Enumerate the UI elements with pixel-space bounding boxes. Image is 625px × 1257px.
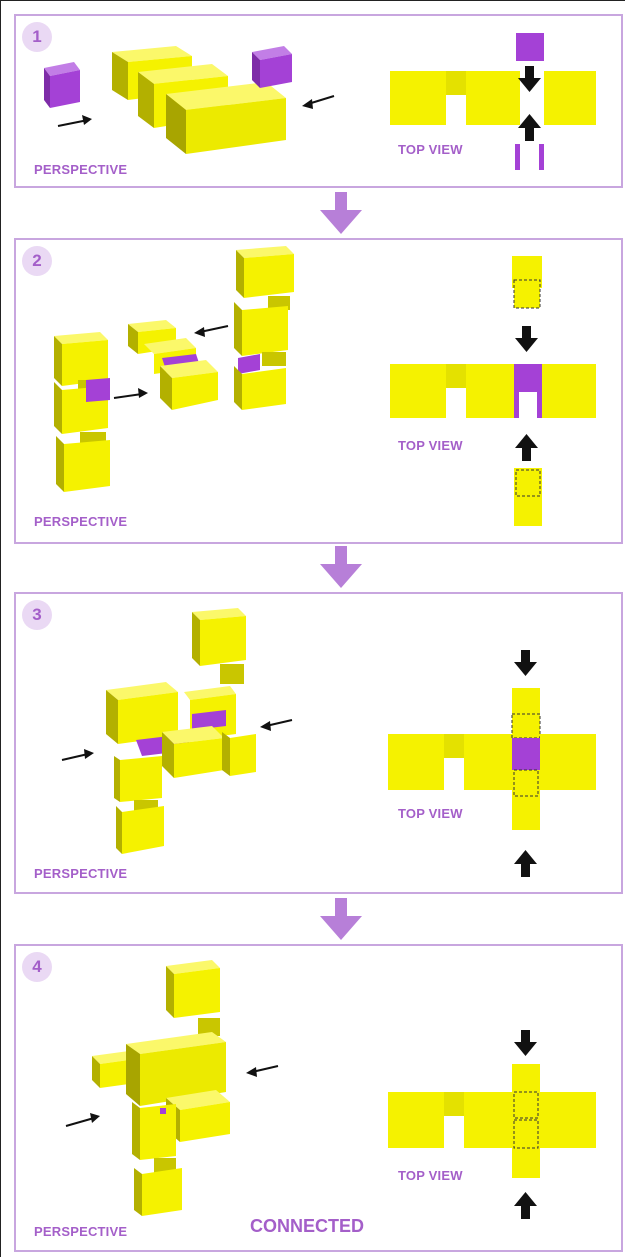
arrow-up-icon (514, 850, 537, 877)
flow-arrow-down-icon (320, 546, 362, 588)
step-panel-2: 2 (14, 238, 623, 544)
arrow-right-icon (61, 749, 94, 761)
assembled-blocks (92, 960, 230, 1216)
step-number-badge: 3 (22, 600, 52, 630)
arrow-right-icon (65, 1113, 100, 1127)
step-number-badge: 1 (22, 22, 52, 52)
arrow-up-icon (515, 434, 538, 461)
top-view-label: TOP VIEW (398, 438, 463, 453)
arrow-left-icon (194, 325, 229, 337)
perspective-illustration (44, 33, 596, 170)
arrow-down-icon (514, 1030, 537, 1056)
perspective-label: PERSPECTIVE (34, 162, 128, 177)
top-view-label: TOP VIEW (398, 1168, 463, 1183)
arrow-up-icon (518, 114, 541, 141)
arrow-right-icon (113, 388, 148, 399)
arrow-left-icon (260, 719, 293, 731)
top-view-label: TOP VIEW (398, 142, 463, 157)
top-view-illustration (390, 256, 596, 526)
perspective-label: PERSPECTIVE (34, 866, 128, 881)
step-number-badge: 4 (22, 952, 52, 982)
step-panel-3: 3 (14, 592, 623, 894)
connected-label: CONNECTED (250, 1216, 365, 1236)
flow-arrow-down-icon (320, 898, 362, 940)
yellow-block-column (54, 332, 110, 492)
connector-cube (252, 46, 292, 88)
perspective-label: PERSPECTIVE (34, 514, 128, 529)
yellow-block-column (234, 246, 294, 410)
arrow-down-icon (518, 66, 541, 92)
step-number-badge: 2 (22, 246, 52, 276)
flow-arrow-down-icon (320, 192, 362, 234)
arrow-left-icon (246, 1065, 279, 1077)
perspective-label: PERSPECTIVE (34, 1224, 128, 1239)
step-panel-1: 1 (14, 14, 623, 188)
arrow-up-icon (514, 1192, 537, 1219)
top-view-illustration (390, 33, 596, 170)
assembled-blocks (106, 608, 256, 854)
top-view-illustration (388, 1064, 596, 1178)
arrow-right-icon (57, 115, 92, 127)
arrow-left-icon (302, 95, 335, 109)
yellow-block-group (128, 320, 218, 410)
arrow-down-icon (515, 326, 538, 352)
yellow-block-group (112, 46, 286, 154)
arrow-down-icon (514, 650, 537, 676)
perspective-illustration (54, 246, 596, 526)
connector-cube (44, 62, 80, 108)
perspective-illustration (65, 960, 596, 1219)
step-panel-4: 4 (14, 944, 623, 1252)
top-view-label: TOP VIEW (398, 806, 463, 821)
top-view-illustration (388, 688, 596, 830)
perspective-illustration (61, 608, 596, 877)
